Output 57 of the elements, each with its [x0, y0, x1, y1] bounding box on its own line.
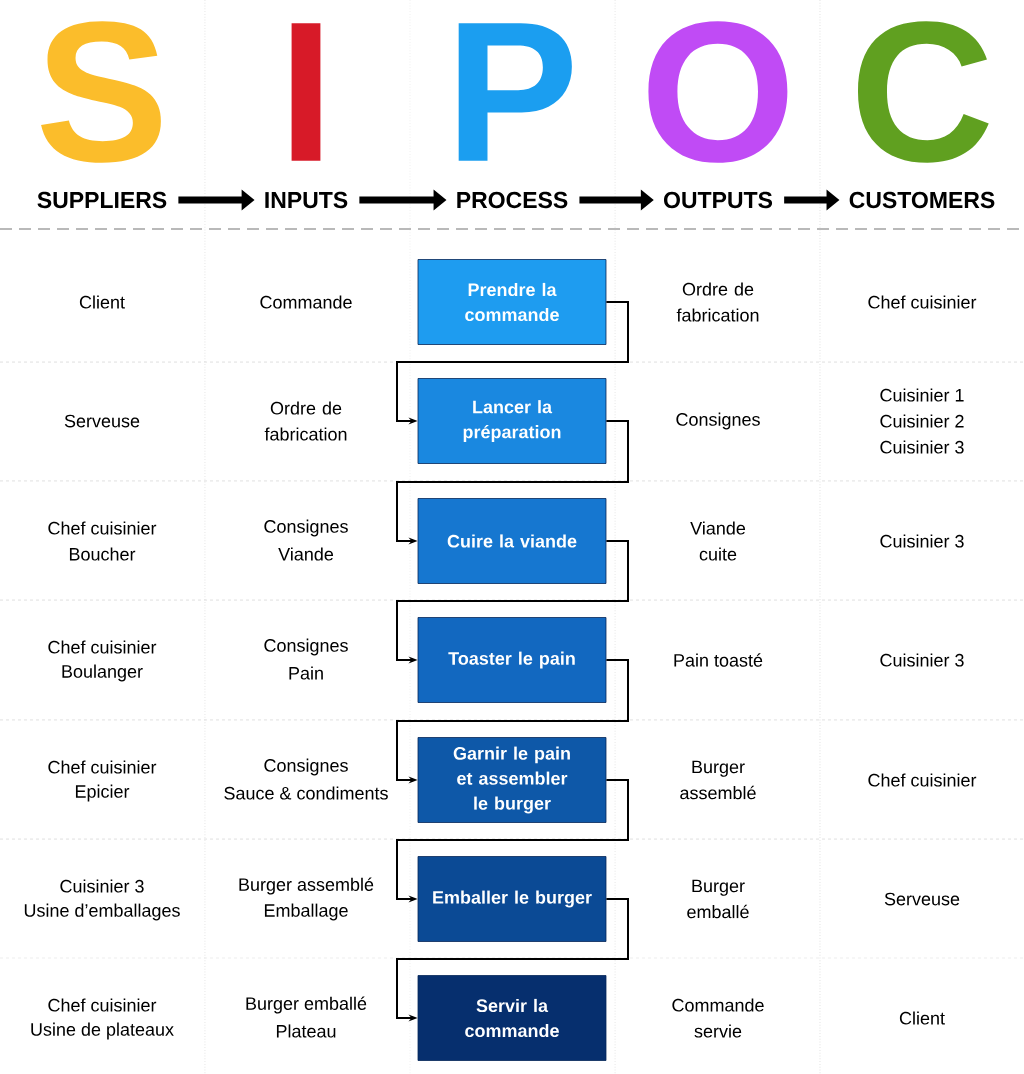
cell-text: Burger emballé: [246, 996, 367, 1014]
cell-text: Cuisinier 2: [880, 414, 964, 428]
big-letter: C: [858, 21, 989, 163]
process-box: Prendre la commande: [417, 259, 607, 345]
cell-text: Chef cuisinier: [48, 998, 157, 1012]
process-box: Lancer la préparation: [417, 378, 607, 464]
process-box: Cuire la viande: [417, 498, 607, 584]
cell-text: Burger assemblé: [239, 877, 374, 895]
cell-text: Cuisinier 1: [880, 388, 964, 402]
cell-text: Chef cuisinier: [48, 760, 157, 774]
cell-text: Pain toasté: [674, 653, 763, 667]
column-heading: INPUTS: [265, 191, 348, 209]
big-letter: S: [41, 21, 161, 163]
cell-text: Usine d’emballages: [24, 903, 180, 921]
cell-text: Plateau: [276, 1024, 336, 1038]
cell-text: Burger assemblé: [680, 760, 756, 800]
process-box: Toaster le pain: [417, 617, 607, 703]
cell-text: Client: [79, 295, 125, 309]
cell-text: Client: [899, 1011, 945, 1025]
big-letter: I: [291, 23, 321, 161]
cell-text: Viande cuite: [690, 521, 746, 561]
cell-text: Burger emballé: [687, 879, 749, 919]
cell-text: Consignes: [264, 758, 348, 776]
cell-text: Emballage: [264, 903, 348, 921]
cell-text: Serveuse: [64, 414, 140, 428]
process-box: Emballer le burger: [417, 856, 607, 942]
big-letter: O: [648, 21, 788, 163]
cell-text: Consignes: [264, 519, 348, 537]
cell-text: Cuisinier 3: [60, 879, 144, 893]
cell-text: Boulanger: [62, 664, 143, 682]
column-heading: PROCESS: [457, 191, 568, 209]
cell-text: Commande: [260, 295, 352, 309]
cell-text: Commande servie: [672, 998, 764, 1038]
process-box: Garnir le pain et assembler le burger: [417, 737, 607, 823]
cell-text: Chef cuisinier: [868, 295, 977, 309]
cell-text: Pain: [289, 666, 323, 680]
cell-text: Chef cuisinier: [868, 773, 977, 787]
cell-text: Usine de plateaux: [31, 1022, 174, 1040]
cell-text: Viande: [278, 547, 334, 561]
column-heading: OUTPUTS: [664, 191, 773, 209]
cell-text: Cuisinier 3: [880, 534, 964, 548]
column-heading: SUPPLIERS: [37, 191, 167, 209]
big-letter: P: [458, 23, 572, 161]
process-box: Servir la commande: [417, 975, 607, 1061]
column-heading: CUSTOMERS: [849, 191, 995, 209]
cell-text: Chef cuisinier: [48, 640, 157, 654]
cell-text: Cuisinier 3: [880, 440, 964, 454]
cell-text: Consignes: [264, 638, 348, 656]
cell-text: Serveuse: [884, 892, 960, 906]
cell-text: Epicier: [75, 784, 130, 802]
cell-text: Chef cuisinier: [48, 521, 157, 535]
cell-text: Ordre de fabrication: [676, 282, 759, 322]
cell-text: Cuisinier 3: [880, 653, 964, 667]
cell-text: Consignes: [676, 412, 760, 430]
cell-text: Ordre de fabrication: [264, 401, 347, 441]
cell-text: Sauce & condiments: [224, 786, 388, 800]
cell-text: Boucher: [69, 547, 136, 561]
